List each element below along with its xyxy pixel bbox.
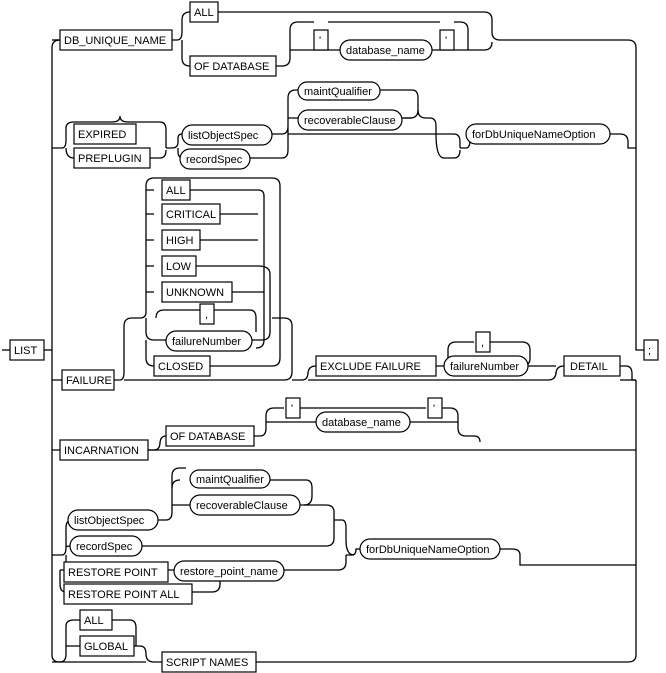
svg-text:recoverableClause: recoverableClause	[304, 115, 396, 127]
svg-text:UNKNOWN: UNKNOWN	[166, 287, 224, 299]
terminal-of-database-1: OF DATABASE	[189, 55, 277, 77]
terminal-comma-2: ,	[475, 331, 491, 353]
svg-text:;: ;	[648, 345, 651, 357]
nonterminal-for-db-unique-name-option-1: forDbUniqueNameOption	[465, 123, 611, 145]
svg-text:forDbUniqueNameOption: forDbUniqueNameOption	[366, 544, 490, 556]
terminal-quote-1a: '	[313, 29, 329, 51]
nonterminal-database-name-1: database_name	[339, 39, 433, 61]
svg-text:LIST: LIST	[14, 345, 38, 357]
nonterminal-list-object-spec-1: listObjectSpec	[181, 124, 273, 146]
nonterminal-for-db-unique-name-option-2: forDbUniqueNameOption	[359, 538, 501, 560]
svg-text:': '	[319, 35, 321, 47]
terminal-of-database-2: OF DATABASE	[165, 425, 255, 447]
svg-text:maintQualifier: maintQualifier	[196, 474, 264, 486]
nonterminal-list-object-spec-2: listObjectSpec	[67, 509, 159, 531]
nonterminal-maint-qualifier-1: maintQualifier	[297, 81, 381, 101]
svg-text:ALL: ALL	[84, 615, 104, 627]
svg-text:GLOBAL: GLOBAL	[84, 641, 128, 653]
terminal-expired: EXPIRED	[73, 123, 137, 145]
svg-text:recordSpec: recordSpec	[186, 154, 243, 166]
terminal-detail: DETAIL	[563, 355, 621, 377]
terminal-closed: CLOSED	[153, 355, 211, 377]
svg-text:OF DATABASE: OF DATABASE	[170, 431, 245, 443]
svg-text:recoverableClause: recoverableClause	[196, 500, 288, 512]
terminal-preplugin: PREPLUGIN	[73, 147, 151, 169]
svg-text:HIGH: HIGH	[166, 235, 194, 247]
svg-text:SCRIPT NAMES: SCRIPT NAMES	[166, 657, 248, 669]
svg-text:restore_point_name: restore_point_name	[180, 566, 278, 578]
terminal-semicolon: ;	[643, 339, 659, 361]
svg-text:FAILURE: FAILURE	[66, 375, 112, 387]
svg-text:PREPLUGIN: PREPLUGIN	[78, 153, 142, 165]
nonterminal-record-spec-2: recordSpec	[69, 535, 143, 557]
terminal-restore-point-all: RESTORE POINT ALL	[63, 583, 193, 605]
terminal-script-names: SCRIPT NAMES	[161, 651, 257, 673]
nonterminal-record-spec-1: recordSpec	[179, 148, 251, 170]
terminal-quote-2b: '	[427, 397, 443, 419]
nonterminal-database-name-2: database_name	[315, 411, 411, 433]
svg-text:listObjectSpec: listObjectSpec	[188, 130, 259, 142]
terminal-list: LIST	[9, 339, 45, 361]
terminal-global: GLOBAL	[79, 635, 135, 657]
terminal-incarnation: INCARNATION	[59, 439, 149, 461]
svg-text:OF DATABASE: OF DATABASE	[194, 61, 269, 73]
svg-text:,: ,	[205, 309, 208, 321]
svg-text:': '	[445, 35, 447, 47]
terminal-exclude-failure: EXCLUDE FAILURE	[315, 355, 437, 377]
svg-text:maintQualifier: maintQualifier	[304, 86, 372, 98]
terminal-unknown: UNKNOWN	[161, 281, 233, 303]
terminal-low: LOW	[161, 255, 197, 277]
terminal-all-2: ALL	[161, 179, 191, 201]
nonterminal-restore-point-name: restore_point_name	[173, 560, 285, 582]
svg-text:forDbUniqueNameOption: forDbUniqueNameOption	[472, 129, 596, 141]
svg-text:failureNumber: failureNumber	[450, 361, 519, 373]
svg-text:,: ,	[481, 337, 484, 349]
svg-text:ALL: ALL	[194, 7, 214, 19]
terminal-critical: CRITICAL	[161, 203, 221, 225]
nonterminal-failure-number-2: failureNumber	[443, 355, 529, 377]
nonterminal-recoverable-clause-2: recoverableClause	[189, 494, 301, 516]
svg-text:DB_UNIQUE_NAME: DB_UNIQUE_NAME	[64, 35, 166, 47]
terminal-all-3: ALL	[79, 609, 113, 631]
svg-text:CRITICAL: CRITICAL	[166, 209, 216, 221]
nonterminal-maint-qualifier-2: maintQualifier	[189, 469, 271, 489]
svg-text:LOW: LOW	[166, 261, 192, 273]
terminal-failure: FAILURE	[61, 369, 115, 391]
svg-text:CLOSED: CLOSED	[158, 361, 203, 373]
svg-text:EXPIRED: EXPIRED	[78, 129, 126, 141]
svg-text:database_name: database_name	[322, 417, 401, 429]
terminal-comma-1: ,	[199, 303, 215, 325]
terminal-all-1: ALL	[189, 1, 219, 23]
svg-text:INCARNATION: INCARNATION	[64, 445, 139, 457]
svg-text:recordSpec: recordSpec	[76, 541, 133, 553]
nonterminal-recoverable-clause-1: recoverableClause	[297, 109, 403, 131]
svg-text:': '	[291, 403, 293, 415]
terminal-db-unique-name: DB_UNIQUE_NAME	[59, 29, 173, 51]
svg-text:ALL: ALL	[166, 185, 186, 197]
svg-text:DETAIL: DETAIL	[570, 361, 608, 373]
svg-text:failureNumber: failureNumber	[172, 336, 241, 348]
terminal-restore-point: RESTORE POINT	[63, 561, 169, 583]
svg-text:listObjectSpec: listObjectSpec	[74, 515, 145, 527]
terminal-quote-2a: '	[285, 397, 301, 419]
terminal-high: HIGH	[161, 229, 201, 251]
svg-text:': '	[433, 403, 435, 415]
svg-text:EXCLUDE FAILURE: EXCLUDE FAILURE	[320, 361, 421, 373]
svg-text:RESTORE POINT ALL: RESTORE POINT ALL	[68, 589, 179, 601]
terminal-quote-1b: '	[439, 29, 455, 51]
svg-text:RESTORE POINT: RESTORE POINT	[68, 567, 158, 579]
svg-text:database_name: database_name	[346, 45, 425, 57]
nonterminal-failure-number-1: failureNumber	[165, 330, 253, 352]
